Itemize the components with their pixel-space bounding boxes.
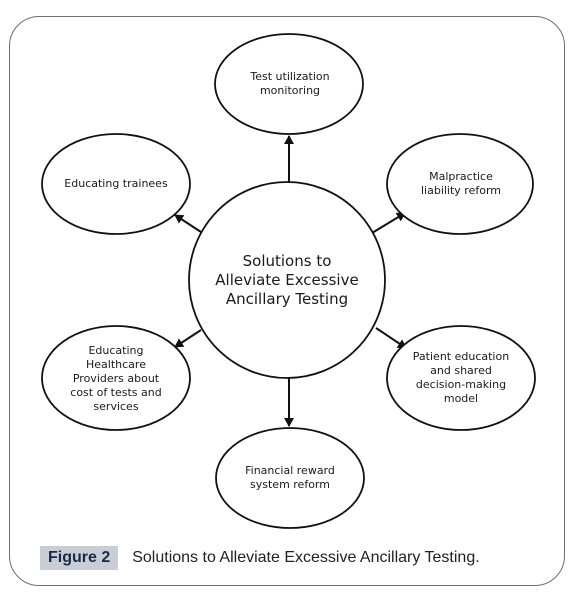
center-node: [188, 181, 386, 379]
arrow-to-top-left: [174, 214, 202, 233]
figure-tag: Figure 2: [40, 546, 119, 570]
node-top-left-label: Educating trainees: [64, 177, 168, 190]
node-bottom-left-shape: [41, 325, 191, 431]
node-top-right-label: Malpractice liability reform: [420, 170, 502, 197]
node-bottom-label: Financial reward system reform: [245, 464, 335, 491]
node-top-left-shape: [41, 133, 191, 235]
figure-caption-text: Solutions to Alleviate Excessive Ancilla…: [132, 549, 480, 566]
node-bottom-right-label: Patient education and shared decision-ma…: [412, 350, 510, 405]
arrow-to-bottom-right: [375, 327, 407, 349]
node-bottom-right-shape: [386, 325, 536, 431]
center-node-label: Solutions to Alleviate Excessive Ancilla…: [215, 251, 359, 308]
node-bottom-shape: [215, 427, 365, 529]
arrow-to-bottom-left: [174, 329, 202, 348]
node-top-label: Test utilization monitoring: [250, 70, 330, 97]
figure-caption: Figure 2 Solutions to Alleviate Excessiv…: [40, 545, 480, 571]
node-bottom-left-label: Educating Healthcare Providers about cos…: [70, 344, 162, 413]
arrow-to-top-right: [371, 212, 406, 234]
node-top-shape: [214, 33, 364, 135]
node-top-right-shape: [386, 133, 534, 235]
